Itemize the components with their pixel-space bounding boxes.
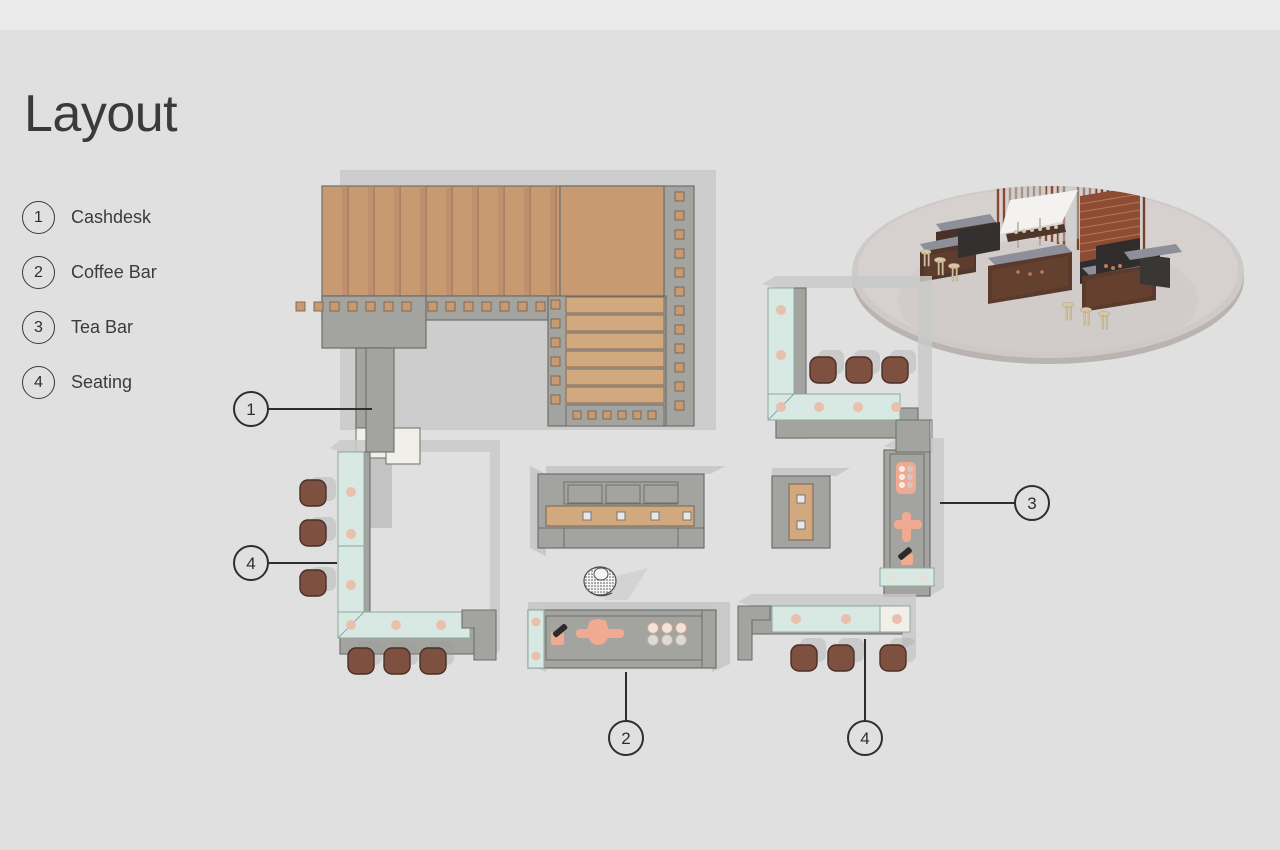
chair: [347, 647, 375, 675]
render-fittings: [1016, 264, 1122, 276]
zone-top-wall-band: [295, 295, 549, 349]
chair: [299, 569, 327, 597]
callout-number: 4: [246, 554, 255, 573]
top-bar: [0, 0, 1280, 30]
callout-circle[interactable]: [233, 545, 269, 581]
zone-coffee-bar: [527, 602, 730, 672]
legend-item-1[interactable]: 1 Cashdesk: [22, 190, 157, 245]
chairs-left: [299, 477, 336, 597]
legend-label-3: Tea Bar: [71, 317, 134, 337]
zone-center-counter: [530, 466, 726, 556]
render-contents: [898, 186, 1198, 358]
legend-item-3[interactable]: 3 Tea Bar: [22, 300, 157, 355]
callout-circle[interactable]: [1014, 485, 1050, 521]
chair: [879, 644, 907, 672]
chair: [790, 644, 818, 672]
legend-label-4: Seating: [71, 372, 133, 392]
zone-seating-left: [299, 347, 500, 675]
legend-number-1: 1: [22, 201, 55, 234]
callout-layer: 1 4 3 2 4: [233, 391, 1050, 756]
zone-wood-panel: [559, 185, 665, 297]
callout-circle[interactable]: [233, 391, 269, 427]
legend-label-1: Cashdesk: [71, 207, 152, 227]
chair: [827, 644, 855, 672]
chair: [383, 647, 411, 675]
render-stools: [920, 249, 1110, 330]
zone-shelf-wall: [547, 185, 695, 427]
chairs-left-bottom: [347, 641, 454, 675]
callout-3-tea-bar[interactable]: 3: [940, 485, 1050, 521]
chair: [881, 356, 909, 384]
tea-cup-rack-icon: [896, 462, 916, 494]
callout-4-seating-left[interactable]: 4: [233, 545, 337, 581]
espresso-machine-icon: [576, 619, 624, 645]
page-title: Layout: [24, 85, 178, 143]
legend-number-4: 4: [22, 366, 55, 399]
callout-4-seating-right[interactable]: 4: [847, 639, 883, 756]
decor-object: [583, 566, 648, 600]
callout-2-coffee-bar[interactable]: 2: [608, 672, 644, 756]
legend-item-2[interactable]: 2 Coffee Bar: [22, 245, 157, 300]
legend: 1 Cashdesk 2 Coffee Bar 3 Tea Bar 4 Seat…: [22, 190, 157, 410]
legend-item-4[interactable]: 4 Seating: [22, 355, 157, 410]
chair: [419, 647, 447, 675]
tea-tap-icon: [894, 512, 922, 542]
callout-number: 3: [1027, 494, 1036, 513]
zone-side-unit: [771, 468, 850, 549]
callout-number: 2: [621, 729, 630, 748]
legend-label-2: Coffee Bar: [71, 262, 157, 282]
counter-markers: [582, 511, 692, 521]
legend-number-2: 2: [22, 256, 55, 289]
chair: [299, 479, 327, 507]
zone-seating-lower-right: [737, 594, 916, 672]
bench-cushion-dots: [346, 487, 446, 630]
chair: [299, 519, 327, 547]
callout-circle[interactable]: [847, 720, 883, 756]
callout-number: 4: [860, 729, 869, 748]
zone-tea-bar: [879, 419, 944, 597]
grinders-icon: [647, 622, 687, 646]
callout-number: 1: [246, 400, 255, 419]
render-counters: [920, 214, 1182, 312]
legend-number-3: 3: [22, 311, 55, 344]
chair: [809, 356, 837, 384]
callout-circle[interactable]: [608, 720, 644, 756]
render-3d: [852, 186, 1244, 364]
chair: [845, 356, 873, 384]
callout-1-cashdesk[interactable]: 1: [233, 391, 372, 427]
